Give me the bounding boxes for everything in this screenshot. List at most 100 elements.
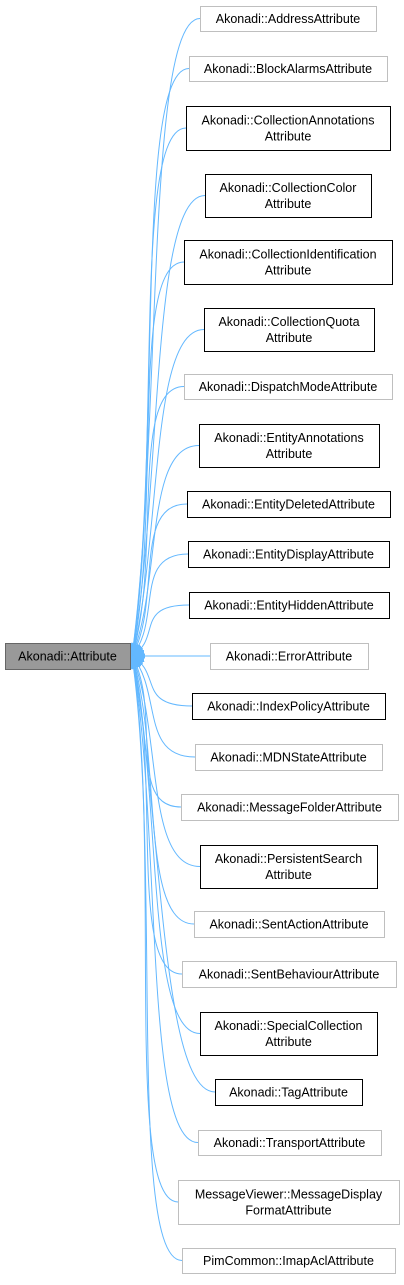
class-node-message-folder-label-line-1: Akonadi::MessageFolderAttribute: [197, 801, 382, 815]
edge-tag: [132, 656, 216, 1093]
edge-collection-identification: [132, 261, 185, 656]
class-node-collection-identification-label-line-2: Attribute: [265, 264, 312, 278]
root-class-node-label-line-1: Akonadi::Attribute: [18, 650, 117, 664]
edge-message-display-format: [132, 656, 179, 1203]
class-node-tag-box: [215, 1079, 363, 1106]
class-node-collection-color-box: [205, 174, 372, 218]
class-node-index-policy-label-line-1: Akonadi::IndexPolicyAttribute: [207, 700, 370, 714]
class-node-entity-annotations-label-line-1: Akonadi::EntityAnnotations: [214, 431, 363, 445]
class-node-entity-display-label-line-1: Akonadi::EntityDisplayAttribute: [203, 548, 374, 562]
class-node-dispatch-mode[interactable]: Akonadi::DispatchModeAttribute: [184, 374, 393, 400]
class-node-persistent-search-label-line-1: Akonadi::PersistentSearch: [215, 852, 362, 866]
edge-sent-action: [132, 656, 195, 925]
class-node-message-folder[interactable]: Akonadi::MessageFolderAttribute: [181, 794, 399, 821]
class-node-message-display-format-label-line-2: FormatAttribute: [245, 1204, 331, 1218]
edge-entity-deleted: [132, 503, 188, 656]
class-node-persistent-search-box: [200, 845, 378, 889]
class-node-error-label-line-1: Akonadi::ErrorAttribute: [226, 650, 352, 664]
class-node-transport[interactable]: Akonadi::TransportAttribute: [198, 1130, 382, 1156]
class-node-transport-label-line-1: Akonadi::TransportAttribute: [214, 1136, 366, 1150]
class-node-collection-quota-label-line-1: Akonadi::CollectionQuota: [218, 315, 359, 329]
class-node-error-box: [210, 643, 369, 670]
class-node-imap-acl[interactable]: PimCommon::ImapAclAttribute: [182, 1248, 396, 1274]
class-node-imap-acl-label-line-1: PimCommon::ImapAclAttribute: [203, 1254, 374, 1268]
class-node-address-box: [200, 6, 377, 32]
class-node-entity-hidden-box: [189, 592, 390, 619]
class-node-block-alarms-label-line-1: Akonadi::BlockAlarmsAttribute: [204, 62, 372, 76]
edge-dispatch-mode: [132, 386, 185, 657]
class-node-special-collection-label-line-2: Attribute: [265, 1035, 312, 1049]
class-node-index-policy-box: [192, 693, 386, 720]
class-node-block-alarms[interactable]: Akonadi::BlockAlarmsAttribute: [189, 56, 388, 82]
edge-entity-hidden: [132, 604, 190, 656]
root-layer: Akonadi::Attribute: [5, 643, 131, 670]
class-node-error[interactable]: Akonadi::ErrorAttribute: [210, 643, 369, 670]
class-node-entity-hidden-label-line-1: Akonadi::EntityHiddenAttribute: [204, 599, 374, 613]
class-node-message-display-format[interactable]: MessageViewer::MessageDisplayFormatAttri…: [178, 1180, 400, 1225]
class-node-message-display-format-box: [178, 1180, 400, 1225]
class-node-persistent-search-label-line-2: Attribute: [265, 868, 312, 882]
class-node-tag[interactable]: Akonadi::TagAttribute: [215, 1079, 363, 1106]
class-node-sent-action-label-line-1: Akonadi::SentActionAttribute: [209, 918, 368, 932]
class-node-index-policy[interactable]: Akonadi::IndexPolicyAttribute: [192, 693, 386, 720]
class-node-entity-annotations-box: [199, 424, 380, 468]
root-class-node[interactable]: Akonadi::Attribute: [5, 643, 131, 670]
class-node-sent-action-box: [194, 911, 385, 938]
class-node-collection-identification-label-line-1: Akonadi::CollectionIdentification: [199, 248, 376, 262]
class-node-entity-deleted-label-line-1: Akonadi::EntityDeletedAttribute: [202, 498, 375, 512]
class-node-dispatch-mode-label-line-1: Akonadi::DispatchModeAttribute: [199, 380, 378, 394]
edges-layer: [132, 18, 216, 1261]
class-node-entity-hidden[interactable]: Akonadi::EntityHiddenAttribute: [189, 592, 390, 619]
class-node-address-label-line-1: Akonadi::AddressAttribute: [216, 12, 361, 26]
class-node-collection-annotations-label-line-1: Akonadi::CollectionAnnotations: [201, 114, 374, 128]
class-node-collection-identification-box: [184, 240, 393, 285]
class-node-sent-behaviour[interactable]: Akonadi::SentBehaviourAttribute: [182, 961, 397, 988]
class-node-collection-annotations-label-line-2: Attribute: [265, 130, 312, 144]
class-node-special-collection-label-line-1: Akonadi::SpecialCollection: [214, 1019, 362, 1033]
class-node-entity-display[interactable]: Akonadi::EntityDisplayAttribute: [188, 541, 390, 568]
class-node-message-display-format-label-line-1: MessageViewer::MessageDisplay: [195, 1188, 383, 1202]
edge-message-folder: [132, 656, 182, 808]
class-node-collection-quota-label-line-2: Attribute: [266, 331, 313, 345]
class-node-collection-quota-box: [204, 308, 375, 352]
class-node-entity-deleted[interactable]: Akonadi::EntityDeletedAttribute: [187, 491, 391, 518]
class-node-collection-annotations-box: [186, 106, 391, 151]
class-node-tag-label-line-1: Akonadi::TagAttribute: [229, 1086, 348, 1100]
class-node-collection-color-label-line-1: Akonadi::CollectionColor: [220, 181, 357, 195]
class-node-address[interactable]: Akonadi::AddressAttribute: [200, 6, 377, 32]
class-node-sent-behaviour-label-line-1: Akonadi::SentBehaviourAttribute: [199, 968, 380, 982]
edge-imap-acl: [132, 656, 183, 1261]
edge-transport: [132, 656, 199, 1143]
class-node-collection-identification[interactable]: Akonadi::CollectionIdentificationAttribu…: [184, 240, 393, 285]
class-node-transport-box: [198, 1130, 382, 1156]
class-node-imap-acl-box: [182, 1248, 396, 1274]
class-node-mdn-state-label-line-1: Akonadi::MDNStateAttribute: [210, 751, 366, 765]
edge-entity-display: [132, 553, 189, 656]
class-node-sent-behaviour-box: [182, 961, 397, 988]
class-node-mdn-state-box: [195, 744, 383, 771]
edge-entity-annotations: [132, 445, 200, 657]
class-node-entity-annotations-label-line-2: Attribute: [266, 447, 313, 461]
class-node-entity-display-box: [188, 541, 390, 568]
class-node-special-collection-box: [200, 1012, 378, 1056]
class-node-collection-color-label-line-2: Attribute: [265, 197, 312, 211]
class-node-message-folder-box: [181, 794, 399, 821]
edge-collection-annotations: [132, 127, 187, 656]
class-node-mdn-state[interactable]: Akonadi::MDNStateAttribute: [195, 744, 383, 771]
class-node-entity-deleted-box: [187, 491, 391, 518]
root-class-node-box: [5, 643, 131, 670]
class-node-block-alarms-box: [189, 56, 388, 82]
nodes-layer: Akonadi::AddressAttributeAkonadi::BlockA…: [178, 6, 400, 1274]
class-node-sent-action[interactable]: Akonadi::SentActionAttribute: [194, 911, 385, 938]
edge-persistent-search: [132, 656, 201, 867]
edge-mdn-state: [132, 656, 196, 758]
class-node-dispatch-mode-box: [184, 374, 393, 400]
